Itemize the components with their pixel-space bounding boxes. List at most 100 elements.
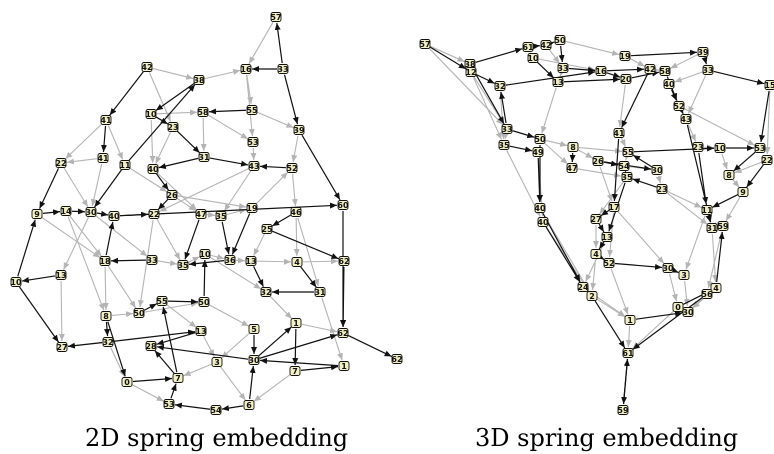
graph-node	[215, 211, 227, 221]
edge-light	[630, 58, 645, 67]
node-label: 62	[338, 257, 349, 266]
edge-light	[159, 168, 249, 212]
graph-node	[248, 355, 260, 365]
edge-light	[69, 215, 102, 257]
edge-dark	[597, 223, 605, 233]
node-label: 55	[246, 106, 258, 115]
edge-dark	[170, 383, 177, 399]
node-label: 39	[293, 126, 305, 135]
edge-light	[617, 211, 665, 264]
graph-node	[537, 217, 549, 227]
edge-dark	[300, 364, 339, 371]
node-label: 5	[251, 325, 257, 334]
node-label: 24	[577, 283, 589, 292]
node-label: 14	[60, 207, 72, 216]
edge-dark	[101, 125, 108, 153]
graph-node	[622, 348, 634, 358]
node-label: 16	[595, 67, 607, 76]
node-label: 33	[557, 64, 568, 73]
edge-dark	[249, 365, 256, 400]
edge-light	[206, 211, 216, 218]
edge-light	[684, 108, 755, 146]
edge-light	[257, 111, 294, 129]
node-label: 2	[589, 292, 595, 301]
edge-light	[200, 117, 207, 152]
graph-node	[172, 373, 184, 383]
graph-node	[618, 161, 630, 171]
edge-dark	[96, 210, 109, 217]
node-label: 60	[337, 201, 349, 210]
edge-light	[668, 273, 678, 302]
edge-dark	[157, 198, 169, 211]
edge-dark	[348, 335, 392, 357]
graph-node	[195, 326, 207, 336]
edge-dark	[558, 45, 565, 63]
edge-light	[625, 325, 632, 348]
edge-light	[542, 212, 590, 292]
edge-light	[220, 366, 246, 401]
node-label: 20	[620, 75, 632, 84]
graph-node	[146, 255, 158, 265]
node-label: 19	[619, 52, 631, 61]
edge-light	[148, 72, 172, 122]
node-label: 13	[552, 78, 563, 87]
edge-light	[156, 218, 181, 261]
node-label: 26	[592, 157, 604, 166]
edge-dark	[128, 84, 196, 161]
edge-light	[149, 119, 156, 164]
node-label: 53	[754, 144, 765, 153]
node-label: 59	[717, 222, 729, 231]
graph-node	[108, 211, 120, 221]
graph-node	[586, 291, 598, 301]
edge-dark	[622, 358, 630, 405]
edge-light	[269, 295, 293, 320]
node-label: 30	[682, 308, 694, 317]
graph-node	[293, 125, 305, 135]
edge-light	[541, 87, 557, 134]
node-label: 31	[314, 288, 326, 297]
graph-node	[617, 405, 629, 415]
node-label: 8	[570, 143, 576, 152]
edge-dark	[512, 130, 535, 139]
edge-dark	[632, 178, 657, 188]
node-label: 42	[141, 63, 152, 72]
graph-node	[286, 163, 298, 173]
edge-dark	[716, 231, 725, 283]
edge-light	[577, 168, 622, 178]
edge-light	[559, 68, 566, 77]
edge-light	[301, 323, 338, 334]
edge-dark	[94, 169, 122, 208]
node-label: 50	[133, 309, 145, 318]
edge-dark	[532, 43, 541, 50]
edge-dark	[596, 253, 605, 261]
graph-node	[246, 105, 258, 115]
graph-node	[119, 160, 131, 170]
graph-node	[621, 172, 633, 182]
node-label: 6	[246, 401, 252, 410]
node-label: 41	[97, 154, 109, 163]
edge-light	[619, 138, 626, 147]
edge-dark	[546, 41, 555, 48]
edge-light	[248, 21, 274, 65]
graph-node	[145, 341, 157, 351]
graph-node	[566, 163, 578, 173]
node-label: 9	[34, 210, 40, 219]
graph-node	[697, 47, 709, 57]
edge-light	[725, 196, 741, 222]
graph-node	[10, 277, 22, 287]
graph-node	[608, 202, 620, 212]
node-label: 13	[195, 327, 206, 336]
node-label: 15	[764, 81, 774, 90]
graph-node	[248, 161, 260, 171]
node-label: 42	[644, 65, 655, 74]
node-label: 18	[99, 257, 111, 266]
node-label: 32	[260, 288, 271, 297]
edge-light	[177, 195, 247, 209]
node-label: 61	[522, 43, 534, 52]
graph-node	[260, 287, 272, 297]
node-label: 40	[537, 218, 549, 227]
edge-light	[176, 197, 197, 212]
graph-node	[198, 152, 210, 162]
graph-node	[60, 206, 72, 216]
edge-light	[255, 171, 289, 205]
